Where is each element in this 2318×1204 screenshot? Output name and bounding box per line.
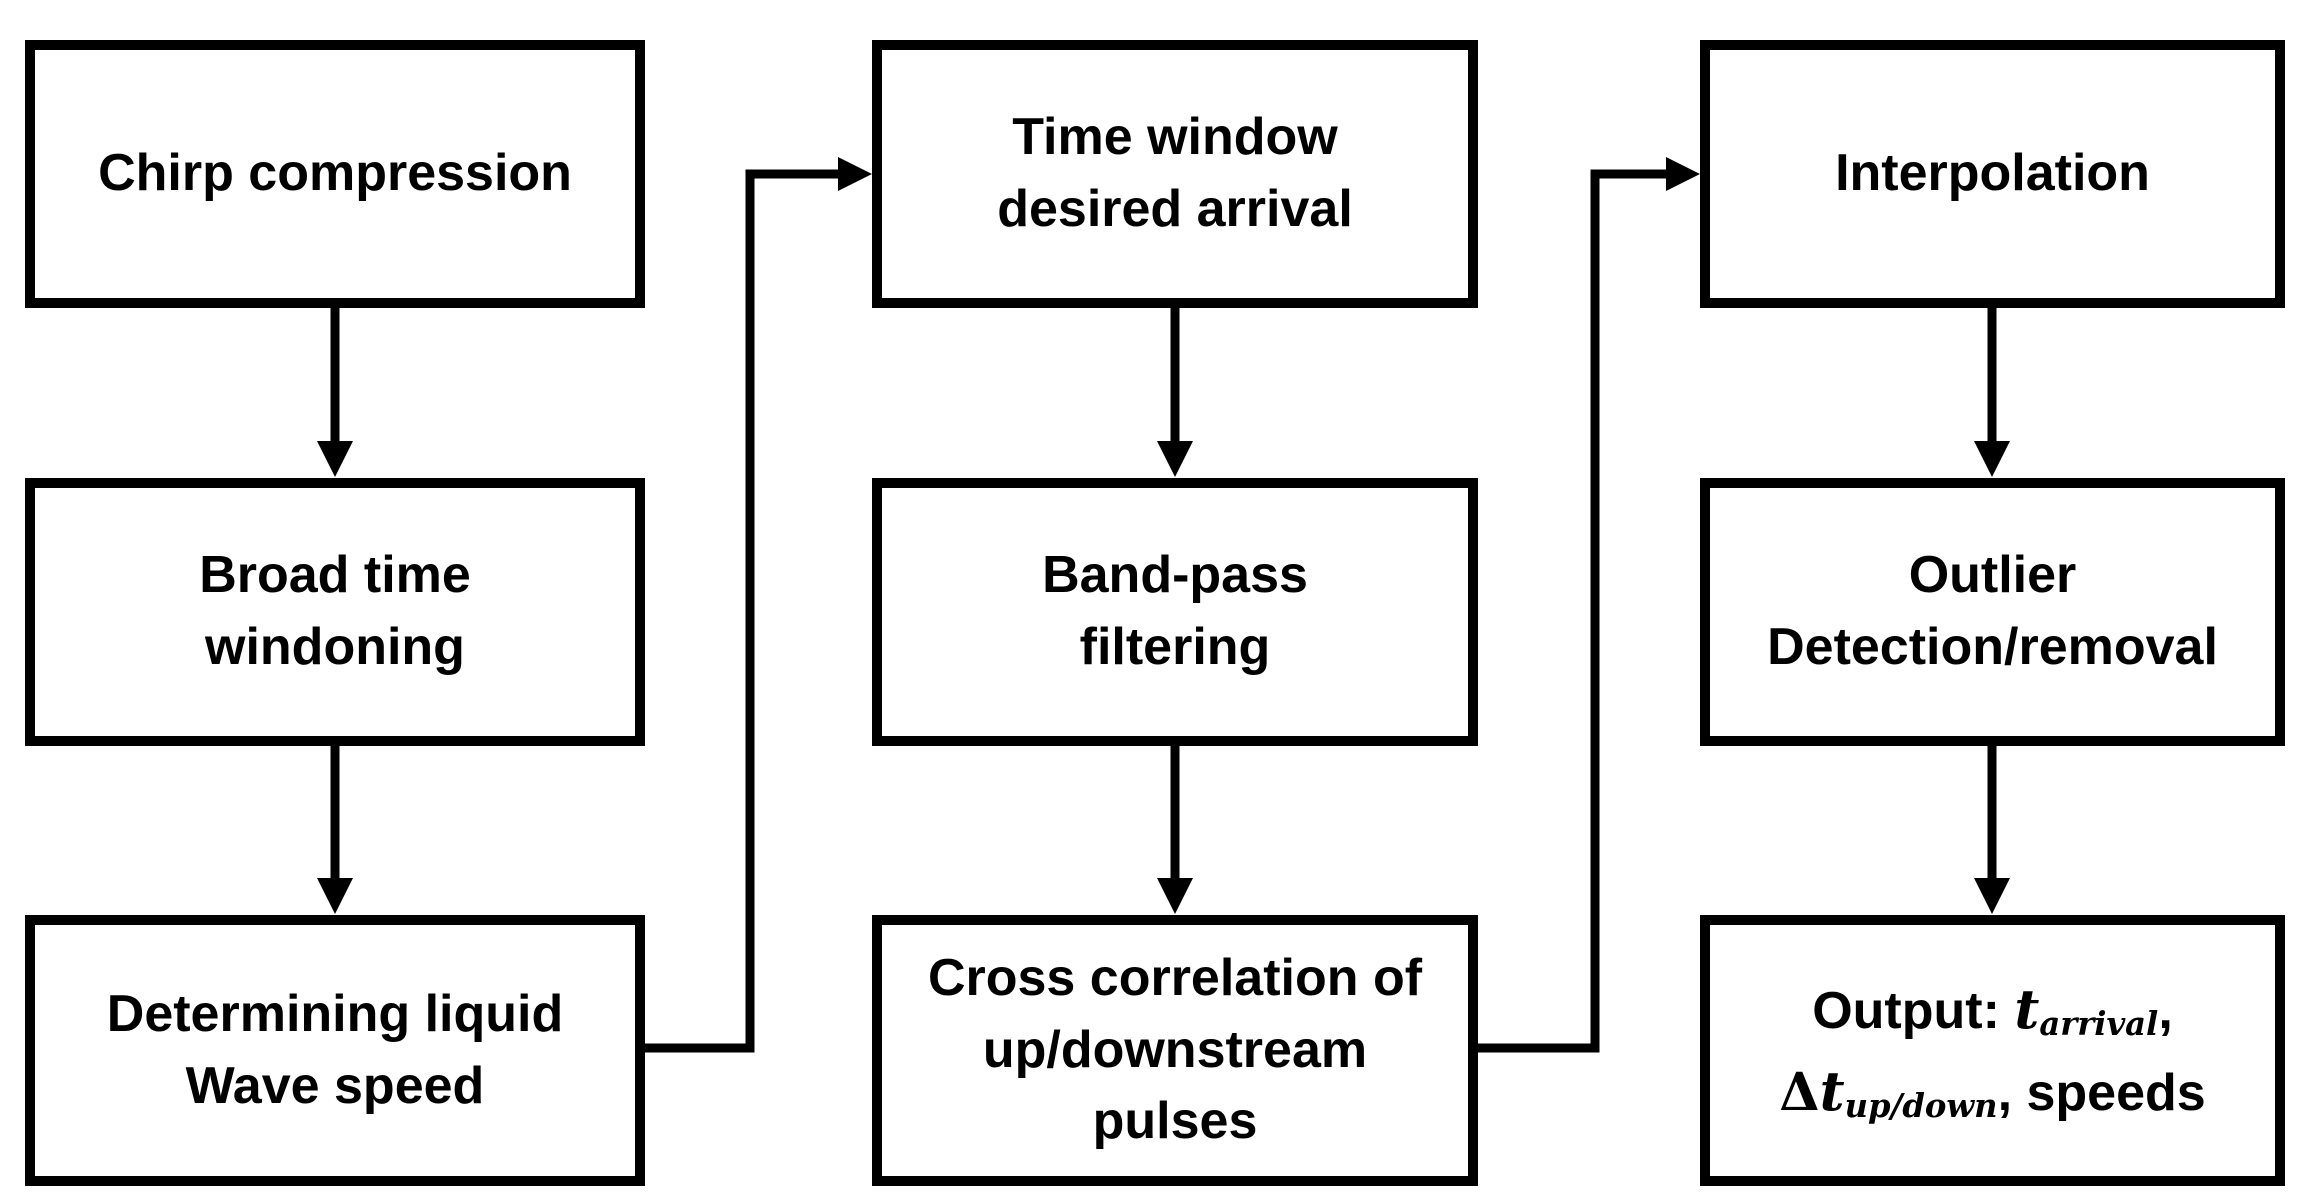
node-interpolation: Interpolation bbox=[1700, 40, 2285, 308]
arrowhead-down-icon bbox=[1974, 878, 2010, 914]
output-line-1: Output: tarrival, bbox=[1779, 969, 2205, 1050]
output-prefix: Output: bbox=[1812, 982, 2015, 1041]
elbow-shaft bbox=[645, 169, 840, 1053]
edge-timewindow-to-bandpass-arrow bbox=[1157, 308, 1193, 477]
elbow-shaft bbox=[1478, 169, 1668, 1053]
output-line-2: Δtup/down, speeds bbox=[1779, 1051, 2205, 1132]
math-t-arrival: t bbox=[2014, 977, 2040, 1042]
node-cross-correlation-pulses: Cross correlation of up/downstream pulse… bbox=[872, 915, 1478, 1186]
edge-crosscorr-to-interpolation-arrow bbox=[1478, 157, 1700, 1053]
arrowhead-right-icon bbox=[1666, 157, 1700, 191]
node-broad-time-windoning: Broad time windoning bbox=[25, 478, 645, 746]
math-sub-arrival: arrival bbox=[2039, 1005, 2159, 1044]
node-outlier-detection-removal: Outlier Detection/removal bbox=[1700, 478, 2285, 746]
math-t-updown: t bbox=[1819, 1058, 1845, 1123]
edge-outlier-to-output-arrow bbox=[1974, 746, 2010, 914]
arrowhead-down-icon bbox=[1974, 441, 2010, 477]
arrowhead-down-icon bbox=[317, 441, 353, 477]
output-comma-2: , bbox=[1997, 1063, 2027, 1122]
edge-determining-to-timewindow-arrow bbox=[645, 157, 872, 1053]
node-time-window-desired-arrival: Time window desired arrival bbox=[872, 40, 1478, 308]
node-output: Output: tarrival, Δtup/down, speeds bbox=[1700, 915, 2285, 1186]
arrowhead-right-icon bbox=[838, 157, 872, 191]
node-label: Chirp compression bbox=[98, 144, 572, 203]
node-label: Broad time windoning bbox=[199, 546, 471, 676]
node-label-math: Output: tarrival, Δtup/down, speeds bbox=[1769, 969, 2215, 1131]
node-band-pass-filtering: Band-pass filtering bbox=[872, 478, 1478, 746]
output-speeds: speeds bbox=[2026, 1063, 2206, 1122]
edge-broad-to-determining-arrow bbox=[317, 746, 353, 914]
edge-chirp-to-broad-arrow bbox=[317, 308, 353, 477]
node-label: Band-pass filtering bbox=[1042, 546, 1308, 676]
arrowhead-down-icon bbox=[317, 878, 353, 914]
math-delta: Δ bbox=[1779, 1061, 1820, 1123]
node-label: Outlier Detection/removal bbox=[1767, 546, 2218, 676]
edge-interpolation-to-outlier-arrow bbox=[1974, 308, 2010, 477]
math-sub-updown: up/down bbox=[1844, 1086, 1998, 1125]
node-determining-liquid-wave-speed: Determining liquid Wave speed bbox=[25, 915, 645, 1186]
node-label: Determining liquid Wave speed bbox=[106, 984, 564, 1115]
node-label: Interpolation bbox=[1835, 144, 2150, 203]
node-label: Time window desired arrival bbox=[997, 108, 1353, 238]
edge-bandpass-to-crosscorr-arrow bbox=[1157, 746, 1193, 914]
output-comma-1: , bbox=[2158, 982, 2173, 1041]
arrowhead-down-icon bbox=[1157, 878, 1193, 914]
node-chirp-compression: Chirp compression bbox=[25, 40, 645, 308]
node-label: Cross correlation of up/downstream pulse… bbox=[927, 948, 1423, 1151]
arrowhead-down-icon bbox=[1157, 441, 1193, 477]
